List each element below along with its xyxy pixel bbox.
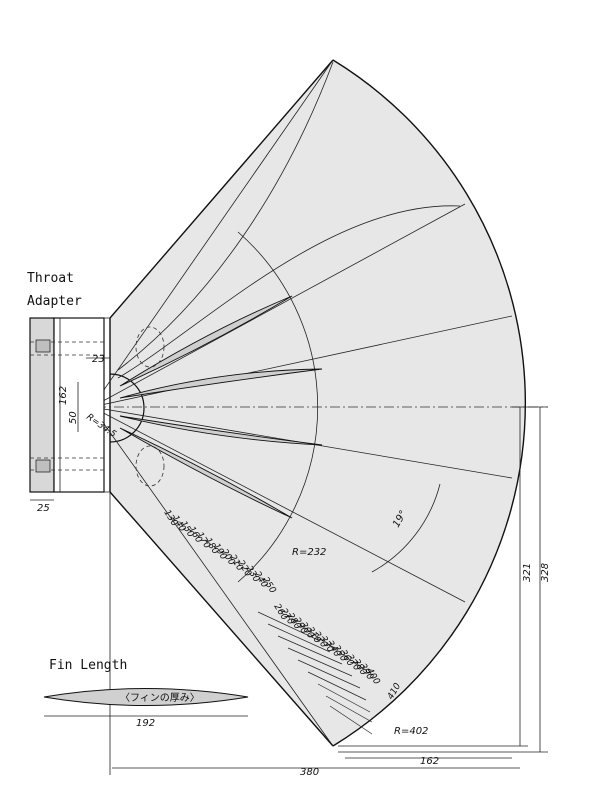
fin-thickness-label: 〈フィンの厚み〉 — [120, 692, 200, 704]
dim-r232: R=232 — [292, 547, 326, 558]
dim-328: 328 — [540, 563, 551, 582]
dim-321: 321 — [522, 563, 533, 582]
dim-162: 162 — [58, 386, 69, 405]
upper-curve-b — [117, 205, 461, 379]
dim-192: 192 — [136, 718, 155, 729]
adapter-label: Adapter — [27, 294, 82, 309]
dim-25: 25 — [37, 503, 50, 514]
hidden-hole-lower — [135, 445, 165, 487]
throat-adapter — [29, 317, 110, 493]
upper-curve-a — [117, 61, 334, 371]
horn-lower-edge — [109, 491, 334, 747]
fins — [119, 295, 323, 519]
throat-arc — [109, 373, 145, 443]
dim-r402: R=402 — [394, 726, 428, 737]
fin-length-shape — [43, 688, 249, 706]
hidden-hole-upper — [135, 326, 165, 368]
dim-380: 380 — [300, 767, 319, 778]
throat-label: Throat — [27, 271, 74, 286]
r232-arc — [237, 231, 319, 583]
angle-arc — [371, 483, 441, 573]
dim-23: 23 — [92, 354, 105, 365]
dim-50: 50 — [68, 411, 79, 424]
scale-hatch — [257, 611, 373, 735]
dim-162b: 162 — [420, 756, 439, 767]
horn-sector-outline — [332, 59, 527, 747]
fin-length-label: Fin Length — [49, 658, 127, 673]
horn-upper-edge — [109, 59, 334, 319]
